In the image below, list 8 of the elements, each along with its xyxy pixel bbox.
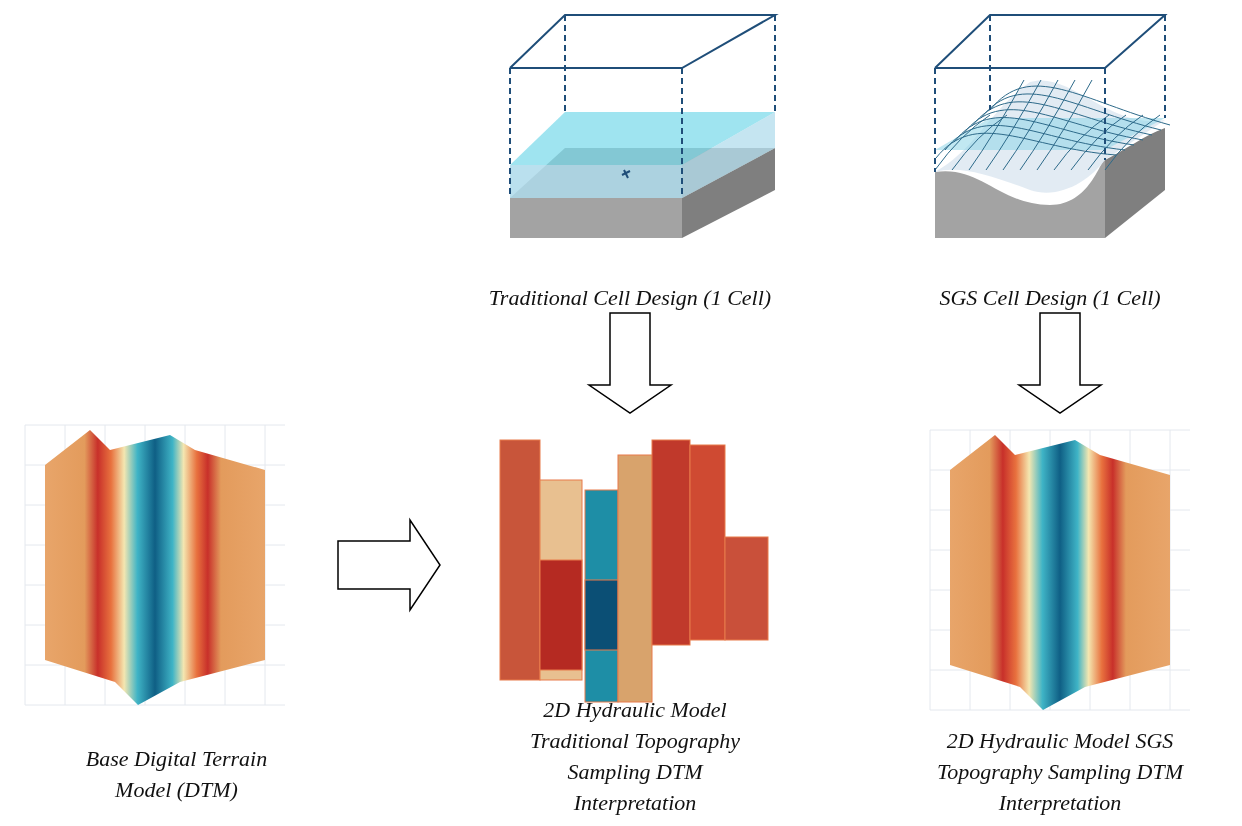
node-label: SGS Cell Design (1 Cell) bbox=[938, 284, 1162, 312]
block-arrow bbox=[586, 312, 674, 414]
block-arrow bbox=[1016, 312, 1104, 414]
node-label: Base Digital Terrain Model (DTM) bbox=[84, 745, 269, 804]
block-arrow bbox=[337, 517, 441, 613]
node-label: 2D Hydraulic Model SGS Topography Sampling DTM Interpretation bbox=[935, 727, 1185, 817]
node-label: Traditional Cell Design (1 Cell) bbox=[487, 284, 773, 312]
node-label: 2D Hydraulic Model Traditional Topography Sampling DTM Interpretation bbox=[528, 696, 742, 817]
